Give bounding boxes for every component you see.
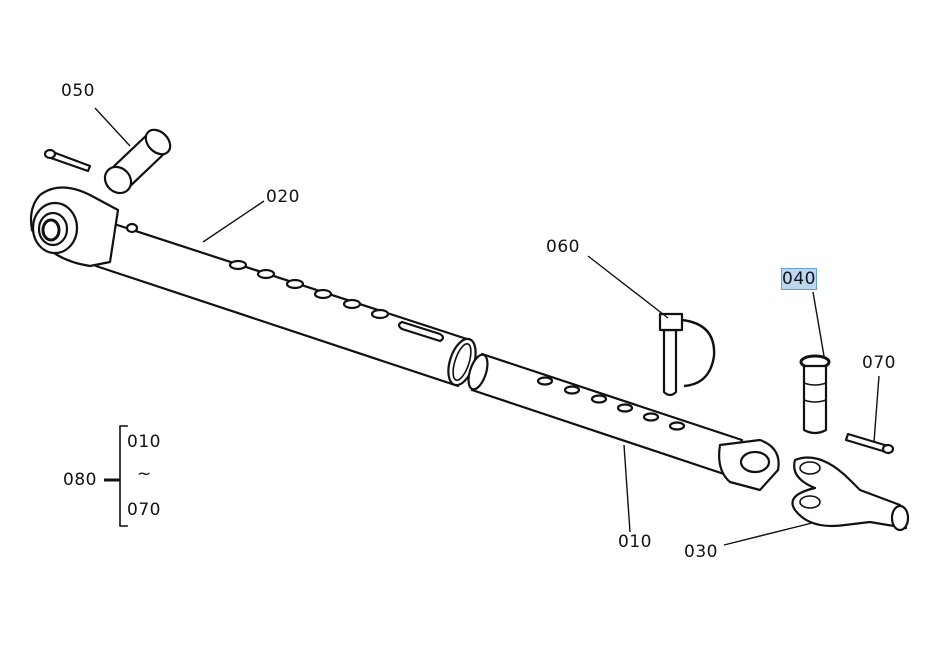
tube-010 bbox=[467, 352, 780, 492]
cotter-pin-070 bbox=[844, 432, 895, 455]
cotter-pin-upper bbox=[43, 148, 92, 173]
callout-060[interactable]: 060 bbox=[546, 237, 580, 257]
callout-040[interactable]: 040 bbox=[781, 268, 817, 290]
callout-010[interactable]: 010 bbox=[618, 532, 652, 552]
ball-joint-end bbox=[29, 186, 120, 268]
callout-030[interactable]: 030 bbox=[684, 542, 718, 562]
tube-020 bbox=[94, 220, 477, 388]
assembly-range-start: 010 bbox=[127, 432, 161, 452]
assembly-range-separator: ~ bbox=[137, 464, 152, 484]
assembly-range-end: 070 bbox=[127, 500, 161, 520]
yoke-030 bbox=[791, 456, 910, 532]
pin-050 bbox=[103, 128, 172, 195]
assembly-bracket bbox=[104, 425, 128, 527]
callout-020[interactable]: 020 bbox=[266, 187, 300, 207]
assembly-label-080[interactable]: 080 bbox=[63, 470, 97, 490]
leader-lines bbox=[94, 107, 880, 546]
callout-050[interactable]: 050 bbox=[61, 81, 95, 101]
adjustment-holes bbox=[228, 259, 445, 343]
pin-040 bbox=[799, 354, 831, 435]
lynch-pin-060 bbox=[658, 312, 716, 397]
callout-070[interactable]: 070 bbox=[862, 353, 896, 373]
